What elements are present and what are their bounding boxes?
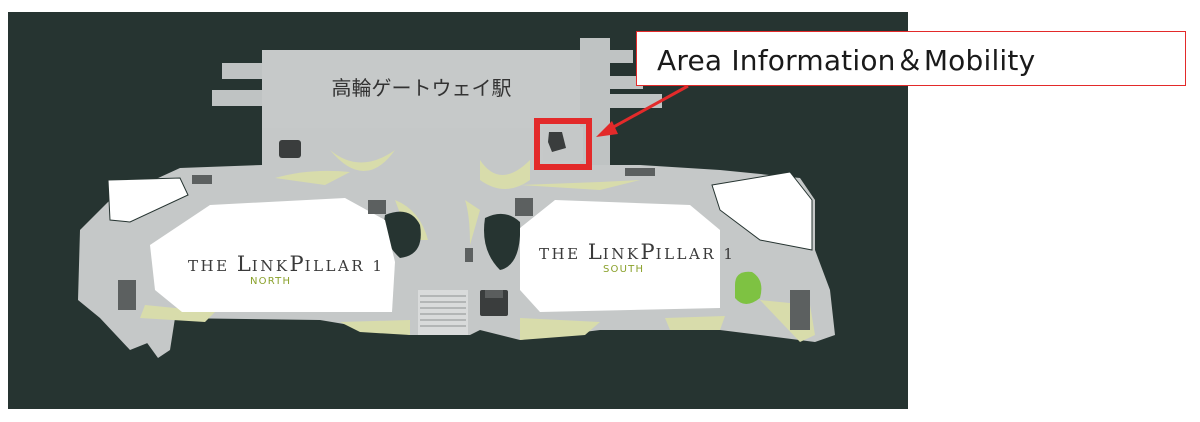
kiosk-north xyxy=(279,140,301,158)
pad-north-west xyxy=(107,177,189,223)
area-information-callout: Area Information＆Mobility xyxy=(636,31,1186,86)
park-area xyxy=(735,271,762,304)
arrow-icon xyxy=(596,84,689,137)
building-south-title: THE LINKPILLAR 1 xyxy=(539,240,736,264)
building-south xyxy=(520,200,720,312)
building-south-subtitle: SOUTH xyxy=(603,264,645,275)
callout-text: Area Information＆Mobility xyxy=(657,43,1036,77)
station-name: 高輪ゲートウェイ駅 xyxy=(331,75,512,100)
pad-south-east xyxy=(711,171,813,251)
highlight-marker-icon[interactable] xyxy=(534,118,592,170)
building-north-title: THE LINKPILLAR 1 xyxy=(188,252,385,276)
building-north-subtitle: NORTH xyxy=(250,276,292,287)
building-north xyxy=(150,198,395,312)
signage-markers xyxy=(118,168,810,330)
stairs-south-entrance xyxy=(418,290,468,335)
kiosk-south-top xyxy=(485,290,503,298)
connector-walkway xyxy=(580,38,610,178)
left-branch-walkway xyxy=(140,318,175,358)
area-info-booth xyxy=(548,132,566,152)
atrium-void-right xyxy=(484,213,521,270)
atrium-void-left xyxy=(384,211,421,258)
